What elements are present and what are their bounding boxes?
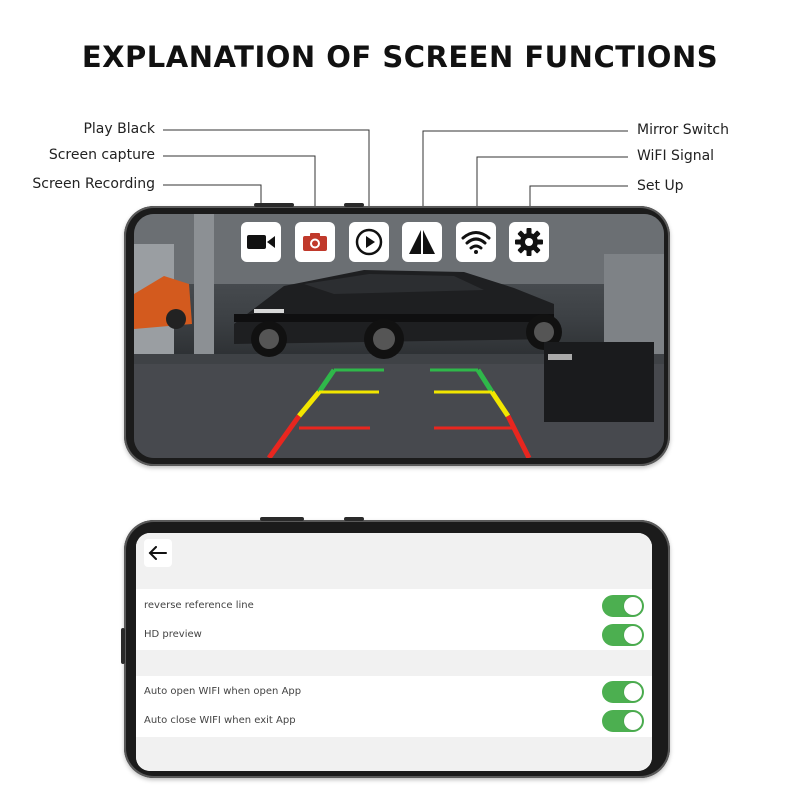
phone-side-button <box>254 203 294 207</box>
callout-screen-recording: Screen Recording <box>32 176 155 192</box>
toggle-knob <box>624 626 642 644</box>
gear-icon[interactable] <box>509 222 549 262</box>
settings-footer <box>136 737 652 771</box>
setting-label: Auto open WIFI when open App <box>144 686 302 697</box>
callout-screen-capture: Screen capture <box>48 147 155 163</box>
leader-mirror-switch <box>422 130 628 222</box>
leader-wifi-signal <box>476 156 628 222</box>
settings-row-reverse-reference-line: reverse reference line <box>136 592 652 620</box>
settings-section-divider <box>136 650 652 676</box>
mirror-icon[interactable] <box>402 222 442 262</box>
toggle-knob <box>624 683 642 701</box>
camera-icon[interactable] <box>295 222 335 262</box>
toggle-knob <box>624 597 642 615</box>
setting-label: reverse reference line <box>144 600 254 611</box>
phone-side-button <box>344 517 364 521</box>
setting-label: HD preview <box>144 629 202 640</box>
phone-side-button <box>121 628 125 664</box>
leader-play-back <box>163 129 370 222</box>
toggle-reverse-reference-line[interactable] <box>602 595 644 617</box>
settings-screen: reverse reference line HD preview Auto o… <box>136 533 652 771</box>
play-icon[interactable] <box>349 222 389 262</box>
callout-wifi-signal: WiFI Signal <box>637 148 715 164</box>
settings-row-auto-open-wifi: Auto open WIFI when open App <box>136 678 652 706</box>
back-arrow-icon[interactable] <box>144 539 172 567</box>
wifi-icon[interactable] <box>456 222 496 262</box>
callout-play-back: Play Black <box>83 121 155 137</box>
camera-scene-illustration <box>134 214 664 458</box>
setting-label: Auto close WIFI when exit App <box>144 715 296 726</box>
leader-screen-capture <box>163 155 316 222</box>
settings-row-auto-close-wifi: Auto close WIFI when exit App <box>136 707 652 735</box>
video-camera-icon[interactable] <box>241 222 281 262</box>
toggle-auto-open-wifi[interactable] <box>602 681 644 703</box>
callout-mirror-switch: Mirror Switch <box>637 122 729 138</box>
toggle-knob <box>624 712 642 730</box>
settings-row-hd-preview: HD preview <box>136 621 652 649</box>
phone-side-button <box>344 203 364 207</box>
callout-set-up: Set Up <box>637 178 684 194</box>
toggle-hd-preview[interactable] <box>602 624 644 646</box>
page-title: EXPLANATION OF SCREEN FUNCTIONS <box>81 40 719 74</box>
toggle-auto-close-wifi[interactable] <box>602 710 644 732</box>
settings-header <box>136 533 652 589</box>
phone-side-button <box>260 517 304 521</box>
camera-view[interactable] <box>134 214 664 458</box>
